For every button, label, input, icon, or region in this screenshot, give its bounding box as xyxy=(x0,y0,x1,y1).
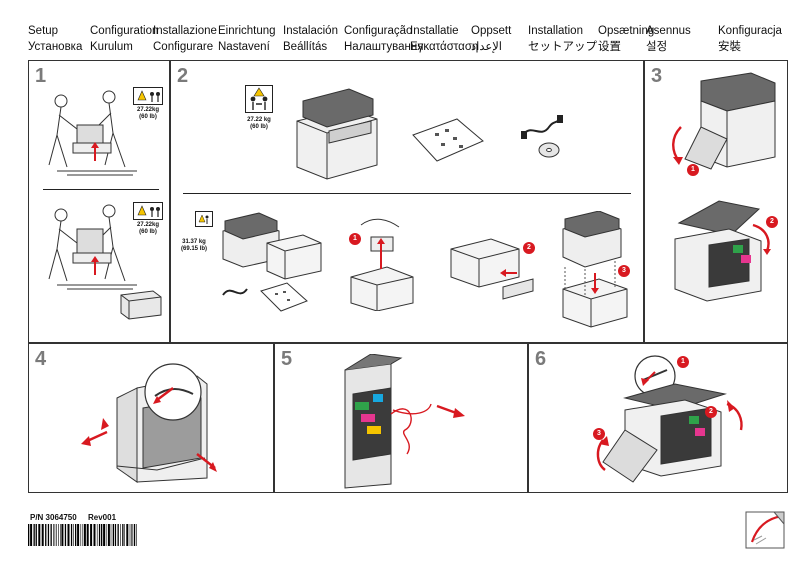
part-number: P/N 3064750 xyxy=(30,513,77,522)
step-number: 4 xyxy=(35,348,47,370)
revision-label: Rev001 xyxy=(88,513,117,522)
language-label: Konfiguracja xyxy=(718,25,782,37)
divider xyxy=(43,189,159,190)
remove-packing-illustration xyxy=(350,218,414,311)
weight-label: 27.22 kg (60 lb) xyxy=(247,117,271,130)
open-scanner-illustration xyxy=(674,200,771,302)
callout-badge: 2 xyxy=(766,216,778,228)
language-label: Asennus xyxy=(646,25,691,37)
step-number: 2 xyxy=(177,65,189,87)
weight-label: 27.22kg (60 lb) xyxy=(136,222,160,235)
step-number: 1 xyxy=(35,65,47,87)
step-number: 5 xyxy=(281,348,293,370)
close-doors-illustration xyxy=(596,355,743,483)
panel-step-5: 5 xyxy=(274,343,528,493)
barcode xyxy=(28,524,137,546)
weight-label: 27.22kg (60 lb) xyxy=(136,107,160,120)
language-label: Oppsett xyxy=(471,25,512,37)
callout-badge: 1 xyxy=(677,356,689,368)
power-cord-illustration xyxy=(521,115,563,139)
callout-badge: 3 xyxy=(618,265,630,277)
language-label: Beállítás xyxy=(283,41,328,53)
language-label: Instalación xyxy=(283,25,338,37)
language-label: Nastavení xyxy=(218,41,270,53)
panel-step-4: 4 xyxy=(28,343,274,493)
printer-illustration xyxy=(296,88,378,180)
language-label: Kurulum xyxy=(90,41,133,53)
panel-step-6: 6 1 2 3 xyxy=(528,343,788,493)
warning-icon xyxy=(195,211,213,227)
panel-step-2: 2 27.22 kg (60 lb) 31.37 kg (69.15 lb) xyxy=(170,60,644,343)
remove-strap-illustration xyxy=(344,354,465,489)
language-label: Einrichtung xyxy=(218,25,276,37)
lift-printer-illustration xyxy=(48,90,137,176)
language-label: Installation xyxy=(528,25,583,37)
tray-insert-illustration xyxy=(450,238,534,300)
warning-icon xyxy=(245,85,273,113)
printer-with-tray-illustration xyxy=(222,212,322,312)
documentation-illustration xyxy=(412,118,484,162)
language-label: الإعداد xyxy=(471,41,502,53)
step-number: 6 xyxy=(535,348,547,370)
callout-badge: 1 xyxy=(687,164,699,176)
divider xyxy=(183,193,631,194)
language-label: Installatie xyxy=(410,25,459,37)
cd-illustration xyxy=(538,142,560,158)
language-label: セットアップ xyxy=(528,41,597,53)
language-label: Налаштування xyxy=(344,41,424,53)
language-label: Εγκατάσταση xyxy=(410,41,479,53)
language-label: Configurare xyxy=(153,41,214,53)
callout-badge: 3 xyxy=(593,428,605,440)
weight-label: 31.37 kg (69.15 lb) xyxy=(180,239,207,252)
stack-printer-illustration xyxy=(562,211,628,328)
page-curl-logo-icon xyxy=(745,511,785,549)
language-label: Opsætning xyxy=(598,25,655,37)
callout-badge: 1 xyxy=(349,233,361,245)
language-label: 设置 xyxy=(598,41,621,53)
callout-badge: 2 xyxy=(705,406,717,418)
warning-icon xyxy=(133,202,163,220)
callout-badge: 2 xyxy=(523,242,535,254)
language-label: Установка xyxy=(28,41,83,53)
lift-printer-with-tray-illustration xyxy=(48,204,137,290)
language-label: Configuration xyxy=(90,25,159,37)
language-label: Setup xyxy=(28,25,59,37)
language-label: 설정 xyxy=(646,41,668,53)
remove-packing-tape-illustration xyxy=(81,363,217,483)
warning-icon xyxy=(133,87,163,105)
panel-step-3: 3 1 2 xyxy=(644,60,788,343)
language-label: Configuração xyxy=(344,25,413,37)
step-number: 3 xyxy=(651,65,663,87)
optional-tray-illustration xyxy=(120,290,162,320)
language-label: Installazione xyxy=(153,25,217,37)
open-front-door-illustration xyxy=(672,72,776,170)
language-label: 安裝 xyxy=(718,41,741,53)
panel-step-1: 1 27.22kg (60 lb) 27.22kg (60 lb) xyxy=(28,60,170,343)
